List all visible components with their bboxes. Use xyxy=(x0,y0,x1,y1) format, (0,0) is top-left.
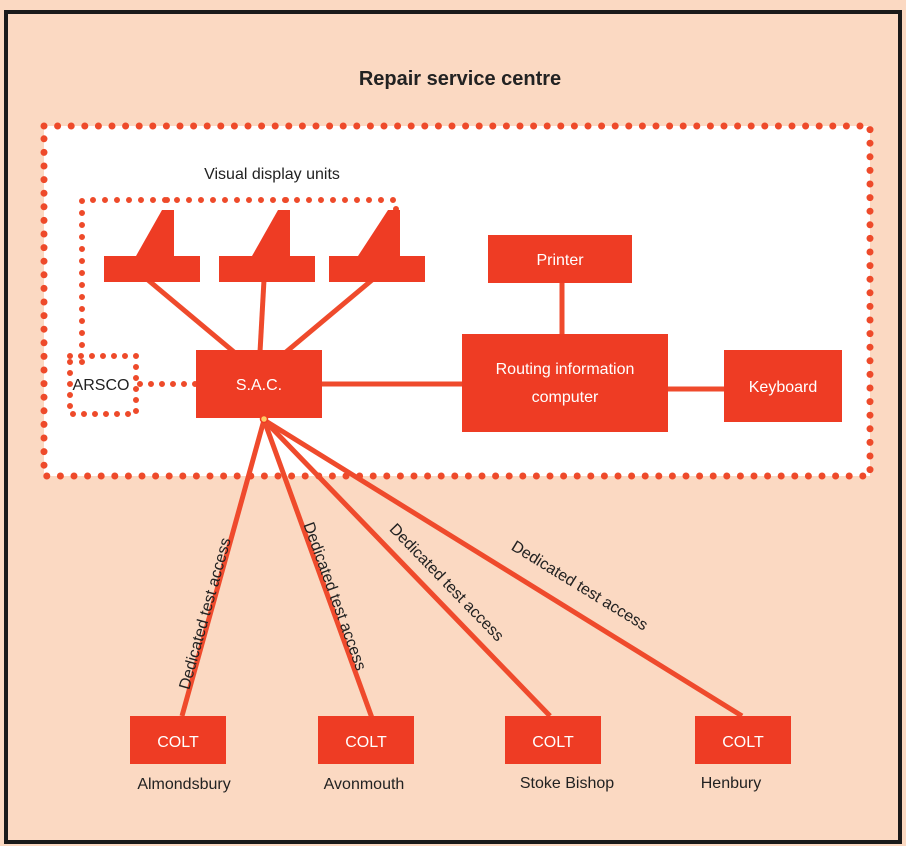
vdu-3-icon xyxy=(329,210,425,282)
keyboard-label: Keyboard xyxy=(749,379,818,396)
outer-border xyxy=(4,10,902,844)
colt-label-almondsbury: COLT xyxy=(157,734,199,751)
vdu-group-label: Visual display units xyxy=(204,166,340,183)
place-label-stoke-bishop: Stoke Bishop xyxy=(520,775,614,792)
colt-label-avonmouth: COLT xyxy=(345,734,387,751)
test-access-line-stoke-bishop xyxy=(262,418,552,718)
colt-label-henbury: COLT xyxy=(722,734,764,751)
colt-block-almondsbury xyxy=(130,716,226,764)
colt-block-stoke-bishop xyxy=(505,716,601,764)
sac-junction-point xyxy=(259,414,269,424)
keyboard-block xyxy=(724,350,842,422)
vdu-2-icon xyxy=(219,210,315,282)
printer-label: Printer xyxy=(536,252,584,269)
vdu-group-bracket xyxy=(79,197,399,373)
routing-computer-label-line1: Routing information xyxy=(496,361,635,378)
colt-block-avonmouth xyxy=(318,716,414,764)
test-access-line-almondsbury xyxy=(179,419,267,717)
arsco-label: ARSCO xyxy=(73,377,130,394)
place-label-almondsbury: Almondsbury xyxy=(137,776,230,793)
service-centre-panel xyxy=(44,126,870,476)
vdu2-to-sac-line xyxy=(257,279,267,353)
arsco-box xyxy=(67,353,139,417)
sac-block xyxy=(196,350,322,418)
diagram-title: Repair service centre xyxy=(359,68,561,90)
vdu-1-icon xyxy=(104,210,200,282)
vdu3-to-sac-line xyxy=(284,278,374,354)
colt-label-stoke-bishop: COLT xyxy=(532,734,574,751)
routing-computer-label-line2: computer xyxy=(532,389,599,406)
sac-label: S.A.C. xyxy=(236,377,282,394)
vdu1-to-sac-line xyxy=(146,278,236,354)
test-access-line-henbury xyxy=(262,417,744,719)
service-centre-dotted-border xyxy=(40,122,874,480)
routing-computer-block xyxy=(462,334,668,432)
colt-block-henbury xyxy=(695,716,791,764)
place-label-avonmouth: Avonmouth xyxy=(324,776,405,793)
place-label-henbury: Henbury xyxy=(701,775,761,792)
printer-block xyxy=(488,235,632,283)
test-access-line-avonmouth xyxy=(261,419,375,719)
